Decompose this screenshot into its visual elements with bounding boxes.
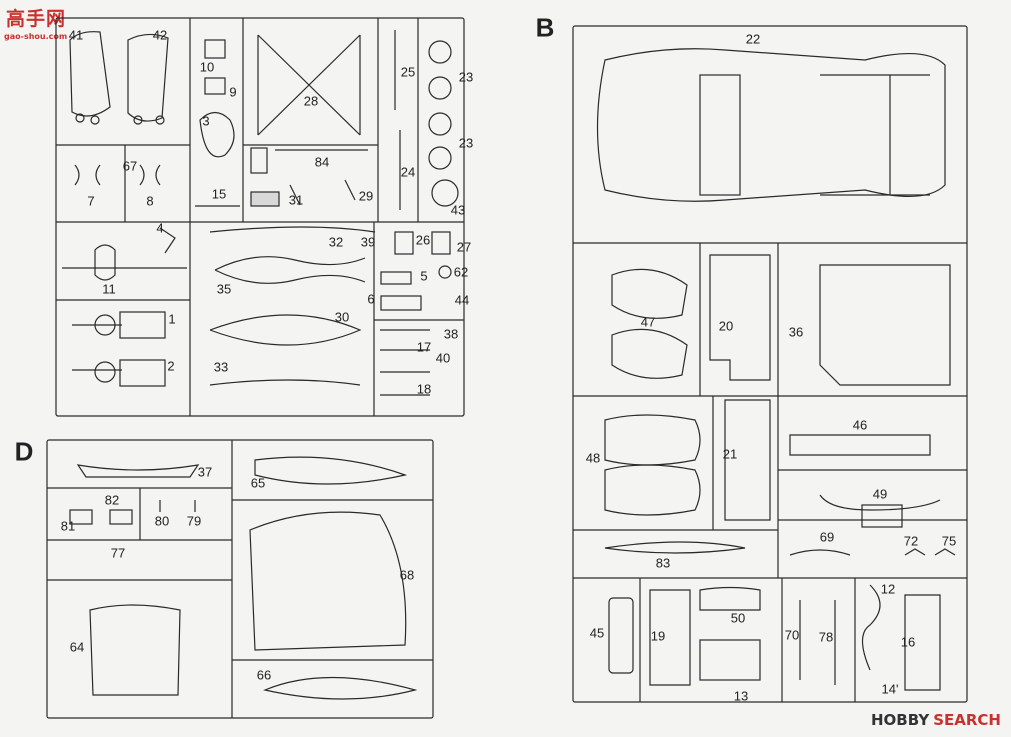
section-label-b: B [535,12,555,43]
part-label: 44 [454,292,470,308]
part-label: 82 [104,492,120,508]
part-label: 7 [87,193,95,209]
frame-d [46,439,434,719]
part-label: 9 [229,84,237,100]
part-label: 67 [122,158,138,174]
part-label: 68 [399,567,415,583]
part-label: 72 [903,533,919,549]
part-label: 22 [745,31,761,47]
part-label: 77 [110,545,126,561]
part-label: 1 [168,311,176,327]
part-label: 18 [416,381,432,397]
part-label: 81 [60,518,76,534]
part-label: 65 [250,475,266,491]
part-label: 17 [416,339,432,355]
part-label: 20 [718,318,734,334]
part-label: 29 [358,188,374,204]
part-label: 26 [415,232,431,248]
part-label: 23 [458,69,474,85]
watermark-url: gao-shou.com [4,32,68,41]
part-label: 80 [154,513,170,529]
part-label: 36 [788,324,804,340]
part-label: 69 [819,529,835,545]
part-label: 49 [872,486,888,502]
part-label: 14' [881,681,899,697]
section-label-d: D [14,436,34,467]
frame-b [572,25,968,703]
part-label: 24 [400,164,416,180]
part-label: 75 [941,533,957,549]
part-label: 41 [68,27,84,43]
part-label: 10 [199,59,215,75]
part-label: 12 [880,581,896,597]
part-label: 30 [334,309,350,325]
part-label: 13 [733,688,749,704]
part-label: 38 [443,326,459,342]
part-label: 23 [458,135,474,151]
part-label: 78 [818,629,834,645]
part-label: 25 [400,64,416,80]
part-label: 83 [655,555,671,571]
part-label: 42 [152,27,168,43]
part-label: 37 [197,464,213,480]
watermark-hobby-text: HOBBY [871,711,930,729]
part-label: 5 [420,268,428,284]
part-label: 2 [167,358,175,374]
part-label: 33 [213,359,229,375]
part-label: 46 [852,417,868,433]
part-label: 15 [211,186,227,202]
part-label: 4 [156,220,164,236]
part-label: 40 [435,350,451,366]
part-label: 45 [589,625,605,641]
part-label: 32 [328,234,344,250]
part-label: 84 [314,154,330,170]
part-label: 66 [256,667,272,683]
part-label: 21 [722,446,738,462]
part-label: 39 [360,234,376,250]
part-label: 43 [450,202,466,218]
watermark-logo-top: 高手网 [6,8,67,30]
watermark-search-text: SEARCH [933,711,1001,729]
part-label: 3 [202,113,210,129]
part-label: 64 [69,639,85,655]
part-label: 8 [146,193,154,209]
part-label: 47 [640,314,656,330]
part-label: 62 [453,264,469,280]
part-label: 27 [456,239,472,255]
part-label: 28 [303,93,319,109]
part-label: 50 [730,610,746,626]
part-label: 19 [650,628,666,644]
part-label: 79 [186,513,202,529]
part-label: 35 [216,281,232,297]
part-label: 16 [900,634,916,650]
part-label: 48 [585,450,601,466]
part-label: 6 [367,291,375,307]
frame-a [55,17,465,417]
part-label: 11 [102,281,116,297]
part-label: 31 [288,192,304,208]
part-label: 70 [784,627,800,643]
